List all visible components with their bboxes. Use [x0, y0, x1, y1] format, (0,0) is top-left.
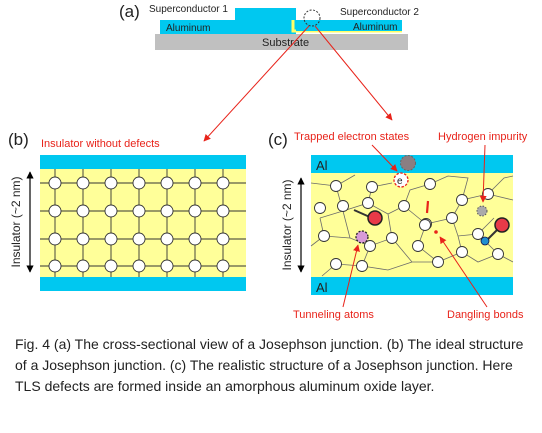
lattice-atom	[160, 259, 174, 273]
dangling-bond-site	[419, 219, 431, 231]
lattice-atom	[76, 176, 90, 190]
amorphous-atoms	[314, 178, 504, 272]
lattice-atom	[160, 204, 174, 218]
lattice-atom	[76, 259, 90, 273]
label-dangling-bonds: Dangling bonds	[447, 309, 524, 321]
aluminum-left-label: Aluminum	[166, 23, 210, 34]
lattice-atom	[160, 232, 174, 246]
panel-b-title: Insulator without defects	[41, 138, 160, 150]
al-top-label: Al	[316, 158, 328, 173]
label-tunneling-atoms: Tunneling atoms	[293, 309, 374, 321]
hydrogen-atom	[480, 236, 490, 246]
lattice-atom	[132, 176, 146, 190]
lattice-atom	[48, 259, 62, 273]
lattice-atom	[188, 232, 202, 246]
insulator-region-c	[311, 173, 513, 277]
zoom-circle	[303, 9, 321, 27]
al-bottom-label: Al	[316, 280, 328, 295]
lattice-atom	[188, 259, 202, 273]
aluminum-right-layer	[296, 20, 402, 31]
electron-symbol: e	[397, 176, 403, 187]
lattice-atom	[104, 204, 118, 218]
lattice-atom	[216, 204, 230, 218]
trapped-electron-ring	[393, 172, 409, 188]
lattice-atom	[104, 259, 118, 273]
aluminum-left-layer	[160, 20, 296, 34]
arrow-tunneling	[342, 244, 360, 308]
lattice-atom	[104, 176, 118, 190]
bottom-electrode-c	[311, 277, 513, 295]
label-trapped-electron: Trapped electron states	[294, 131, 410, 143]
zoom-arrow-to-b	[203, 25, 310, 142]
lattice-atom	[132, 204, 146, 218]
trapped-electron-site	[400, 155, 416, 171]
panel-a-label: (a)	[119, 2, 140, 21]
arrow-hydrogen	[479, 144, 487, 203]
zoom-arrow-to-c	[314, 25, 393, 121]
insulator-thickness-label-b: Insulator (~2 nm)	[9, 176, 23, 267]
lattice-atom	[104, 232, 118, 246]
dangling-bond	[425, 200, 430, 214]
lattice-atom	[188, 204, 202, 218]
insulator-thickness-label-c: Insulator (~2 nm)	[280, 179, 294, 270]
bottom-electrode-b	[40, 277, 246, 291]
substrate-layer	[155, 34, 408, 50]
superconductor-2-label: Superconductor 2	[340, 7, 419, 18]
lattice-atom	[132, 232, 146, 246]
figure-caption: Fig. 4 (a) The cross-sectional view of a…	[15, 336, 524, 394]
panel-c: (c) Al Al	[268, 130, 528, 321]
lattice-atom	[188, 176, 202, 190]
panel-a: (a) Substrate Superconductor 1 Aluminum …	[119, 2, 419, 142]
arrow-trapped	[371, 144, 398, 172]
superconductor-1-label: Superconductor 1	[149, 4, 228, 15]
tunneling-heavy-atom	[367, 210, 383, 226]
label-hydrogen-impurity: Hydrogen impurity	[438, 131, 528, 143]
hydrogen-heavy-atom	[494, 217, 510, 233]
panel-c-label: (c)	[268, 130, 288, 149]
substrate-label: Substrate	[262, 37, 309, 49]
lattice-atom	[76, 204, 90, 218]
arrow-dangling	[439, 236, 488, 308]
superconductor-1-raised	[235, 8, 296, 20]
dangling-bond-electron	[434, 230, 438, 234]
panel-b-label: (b)	[8, 130, 29, 149]
top-electrode-b	[40, 155, 246, 169]
aluminum-right-label: Aluminum	[353, 22, 397, 33]
lattice-atom	[160, 176, 174, 190]
panel-b: (b) Insulator without defects Insulator …	[8, 130, 246, 291]
lattice-atom	[76, 232, 90, 246]
lattice-atom	[216, 176, 230, 190]
lattice-atom	[132, 259, 146, 273]
tunneling-atom	[355, 230, 369, 244]
lattice-atom	[48, 204, 62, 218]
lattice-atom	[48, 176, 62, 190]
lattice-atom	[216, 232, 230, 246]
hydrogen-vacancy	[476, 205, 488, 217]
lattice-atom	[216, 259, 230, 273]
atom-lattice	[40, 169, 246, 277]
lattice-atom	[48, 232, 62, 246]
